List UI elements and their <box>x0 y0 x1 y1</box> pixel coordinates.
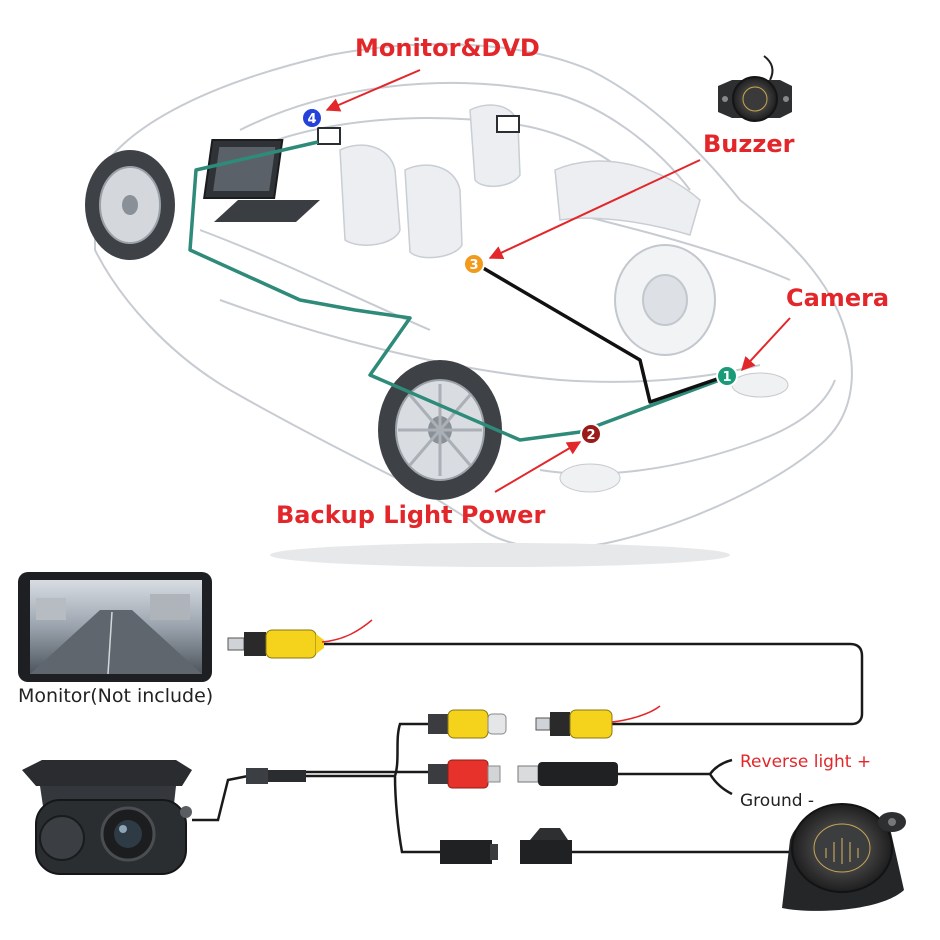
label-ground: Ground - <box>740 791 814 811</box>
label-buzzer: Buzzer <box>703 130 795 158</box>
dc-power-connector <box>517 762 618 786</box>
rear-lamp-right <box>731 372 789 398</box>
buzzer-icon <box>718 55 792 122</box>
label-reverse-light: Reverse light + <box>740 752 871 772</box>
car-seats <box>339 104 701 259</box>
rca-male-connector-monitor <box>227 619 373 659</box>
label-monitor-dvd: Monitor&DVD <box>355 34 540 62</box>
headrest-monitor-rear-icon <box>496 115 520 133</box>
point-1-number: 1 <box>722 370 731 385</box>
arrow-buzzer <box>488 159 701 260</box>
wire-black-route <box>477 263 724 404</box>
wire-power-fork <box>618 758 733 796</box>
car-roofline <box>239 81 691 191</box>
camera-icon <box>22 760 192 875</box>
point-4-number: 4 <box>307 112 316 127</box>
label-monitor-note: Monitor(Not include) <box>18 685 213 707</box>
wire-teal-route <box>188 140 726 442</box>
rca-male-connector-cable <box>535 705 661 739</box>
wire-camera-to-splitter <box>192 774 249 822</box>
point-3-number: 3 <box>469 258 478 273</box>
car-body-outline <box>94 43 853 550</box>
point-2-badge: 2 <box>580 423 602 445</box>
headrest-monitor-icon <box>317 127 341 145</box>
car-floor-line <box>219 299 761 383</box>
point-3-badge: 3 <box>463 253 485 275</box>
laptop-dvd-icon <box>203 139 320 222</box>
spare-wheel <box>614 244 716 356</box>
arrow-camera <box>741 317 791 372</box>
point-2-number: 2 <box>586 428 595 443</box>
rear-lamp-left <box>559 463 621 493</box>
front-wheel <box>85 150 175 260</box>
power-plug-red <box>428 759 501 789</box>
wire-split-branches <box>306 722 440 854</box>
monitor-icon <box>18 572 212 682</box>
point-4-badge: 4 <box>301 107 323 129</box>
wire-monitor-loop <box>320 642 864 726</box>
label-camera: Camera <box>786 284 889 312</box>
point-1-badge: 1 <box>716 365 738 387</box>
callout-arrows <box>325 69 791 493</box>
buzzer-icon <box>782 803 906 911</box>
rear-wheel <box>378 360 502 500</box>
buzzer-plug-female <box>520 828 572 864</box>
car-shadow <box>270 543 730 567</box>
label-backup-light-power: Backup Light Power <box>276 501 545 529</box>
splitter-connector <box>246 768 306 784</box>
arrow-monitor-dvd <box>325 69 421 112</box>
buzzer-plug-male <box>440 840 498 864</box>
arrow-backup-light <box>494 441 582 493</box>
rca-female-connector-yellow <box>428 709 507 739</box>
